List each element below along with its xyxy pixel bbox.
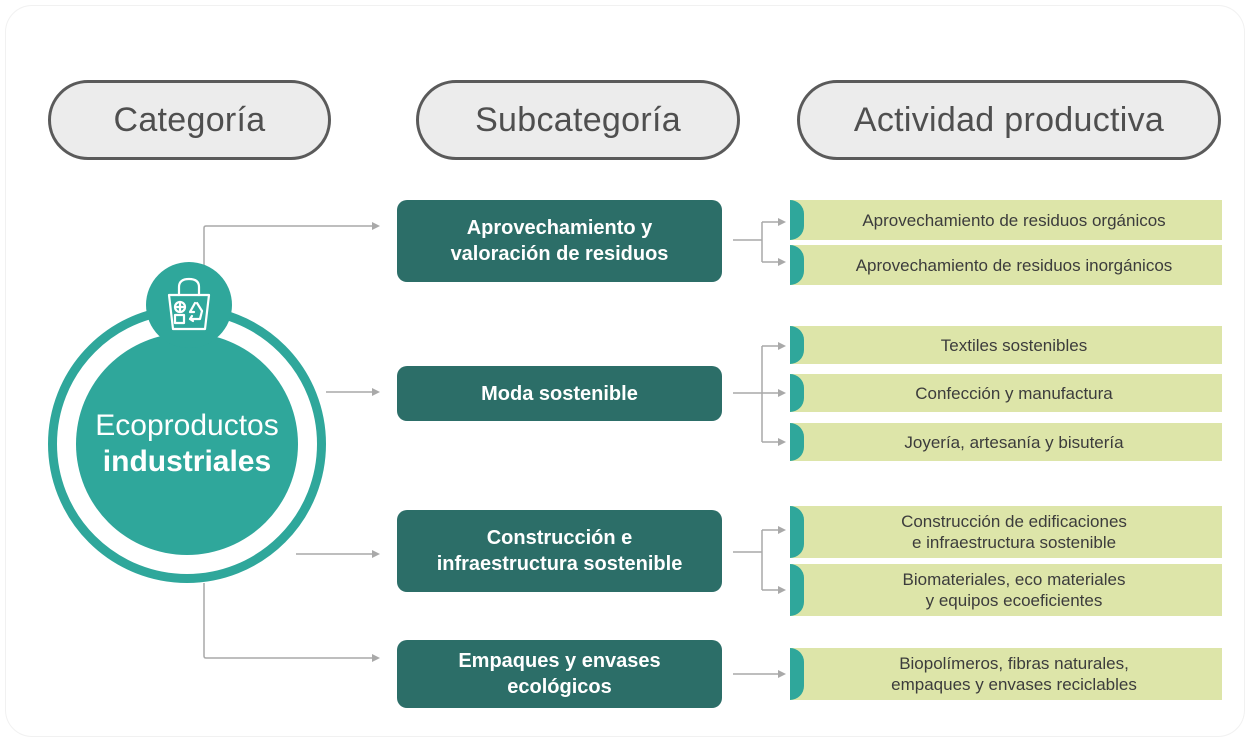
activity-line: Biomateriales, eco materiales: [902, 570, 1126, 589]
activity-box: Biomateriales, eco materiales y equipos …: [790, 564, 1222, 616]
header-subcategory: Subcategoría: [416, 80, 740, 160]
subcategory-line: ecológicos: [507, 676, 612, 698]
subcategory-box: Moda sostenible: [397, 366, 722, 421]
activity-line: y equipos ecoeficientes: [925, 591, 1103, 610]
subcategory-line: Empaques y envases: [458, 650, 661, 672]
activity-box: Textiles sostenibles: [790, 326, 1222, 364]
category-label-line2: industriales: [102, 445, 272, 478]
arrowhead: [778, 342, 786, 350]
arrowhead: [778, 670, 786, 678]
header-category: Categoría: [48, 80, 331, 160]
subcategory-box: Aprovechamiento y valoración de residuos: [397, 200, 722, 282]
arrowhead: [778, 258, 786, 266]
subcategory-box: Construcción e infraestructura sostenibl…: [397, 510, 722, 592]
activity-line: Biopolímeros, fibras naturales,: [899, 654, 1129, 673]
connector-line: [203, 225, 372, 305]
subcategory-line: valoración de residuos: [450, 243, 669, 265]
activity-line: Aprovechamiento de residuos orgánicos: [862, 210, 1166, 230]
arrowhead: [778, 526, 786, 534]
activity-box: Aprovechamiento de residuos orgánicos: [790, 200, 1222, 240]
recycle-bag-icon: [146, 262, 232, 348]
activity-box: Aprovechamiento de residuos inorgánicos: [790, 245, 1222, 285]
activity-box: Joyería, artesanía y bisutería: [790, 423, 1222, 461]
arrowhead: [372, 654, 380, 662]
category-circle: Ecoproductos industriales: [76, 333, 298, 555]
arrowhead: [372, 550, 380, 558]
activity-line: Construcción de edificaciones: [901, 512, 1127, 531]
arrowhead: [778, 218, 786, 226]
arrowhead: [372, 222, 380, 230]
subcategory-line: Construcción e: [486, 527, 633, 549]
activity-line: Aprovechamiento de residuos inorgánicos: [855, 255, 1173, 275]
subcategory-box: Empaques y envases ecológicos: [397, 640, 722, 708]
activity-box: Biopolímeros, fibras naturales, empaques…: [790, 648, 1222, 700]
activity-line: e infraestructura sostenible: [911, 533, 1117, 552]
subcategory-line: Moda sostenible: [481, 382, 638, 405]
arrowhead: [778, 438, 786, 446]
activity-box: Confección y manufactura: [790, 374, 1222, 412]
arrowhead: [778, 586, 786, 594]
subcategory-line: Aprovechamiento y: [466, 217, 653, 239]
subcategory-line: infraestructura sostenible: [436, 553, 683, 575]
activity-line: Textiles sostenibles: [940, 335, 1088, 355]
category-label-line1: Ecoproductos: [95, 409, 279, 442]
connector-line: [203, 583, 372, 659]
activity-box: Construcción de edificaciones e infraest…: [790, 506, 1222, 558]
activity-line: empaques y envases reciclables: [891, 675, 1137, 694]
arrowhead: [372, 388, 380, 396]
arrowhead: [778, 389, 786, 397]
activity-line: Confección y manufactura: [915, 383, 1113, 403]
header-activity: Actividad productiva: [797, 80, 1221, 160]
activity-line: Joyería, artesanía y bisutería: [904, 432, 1124, 452]
